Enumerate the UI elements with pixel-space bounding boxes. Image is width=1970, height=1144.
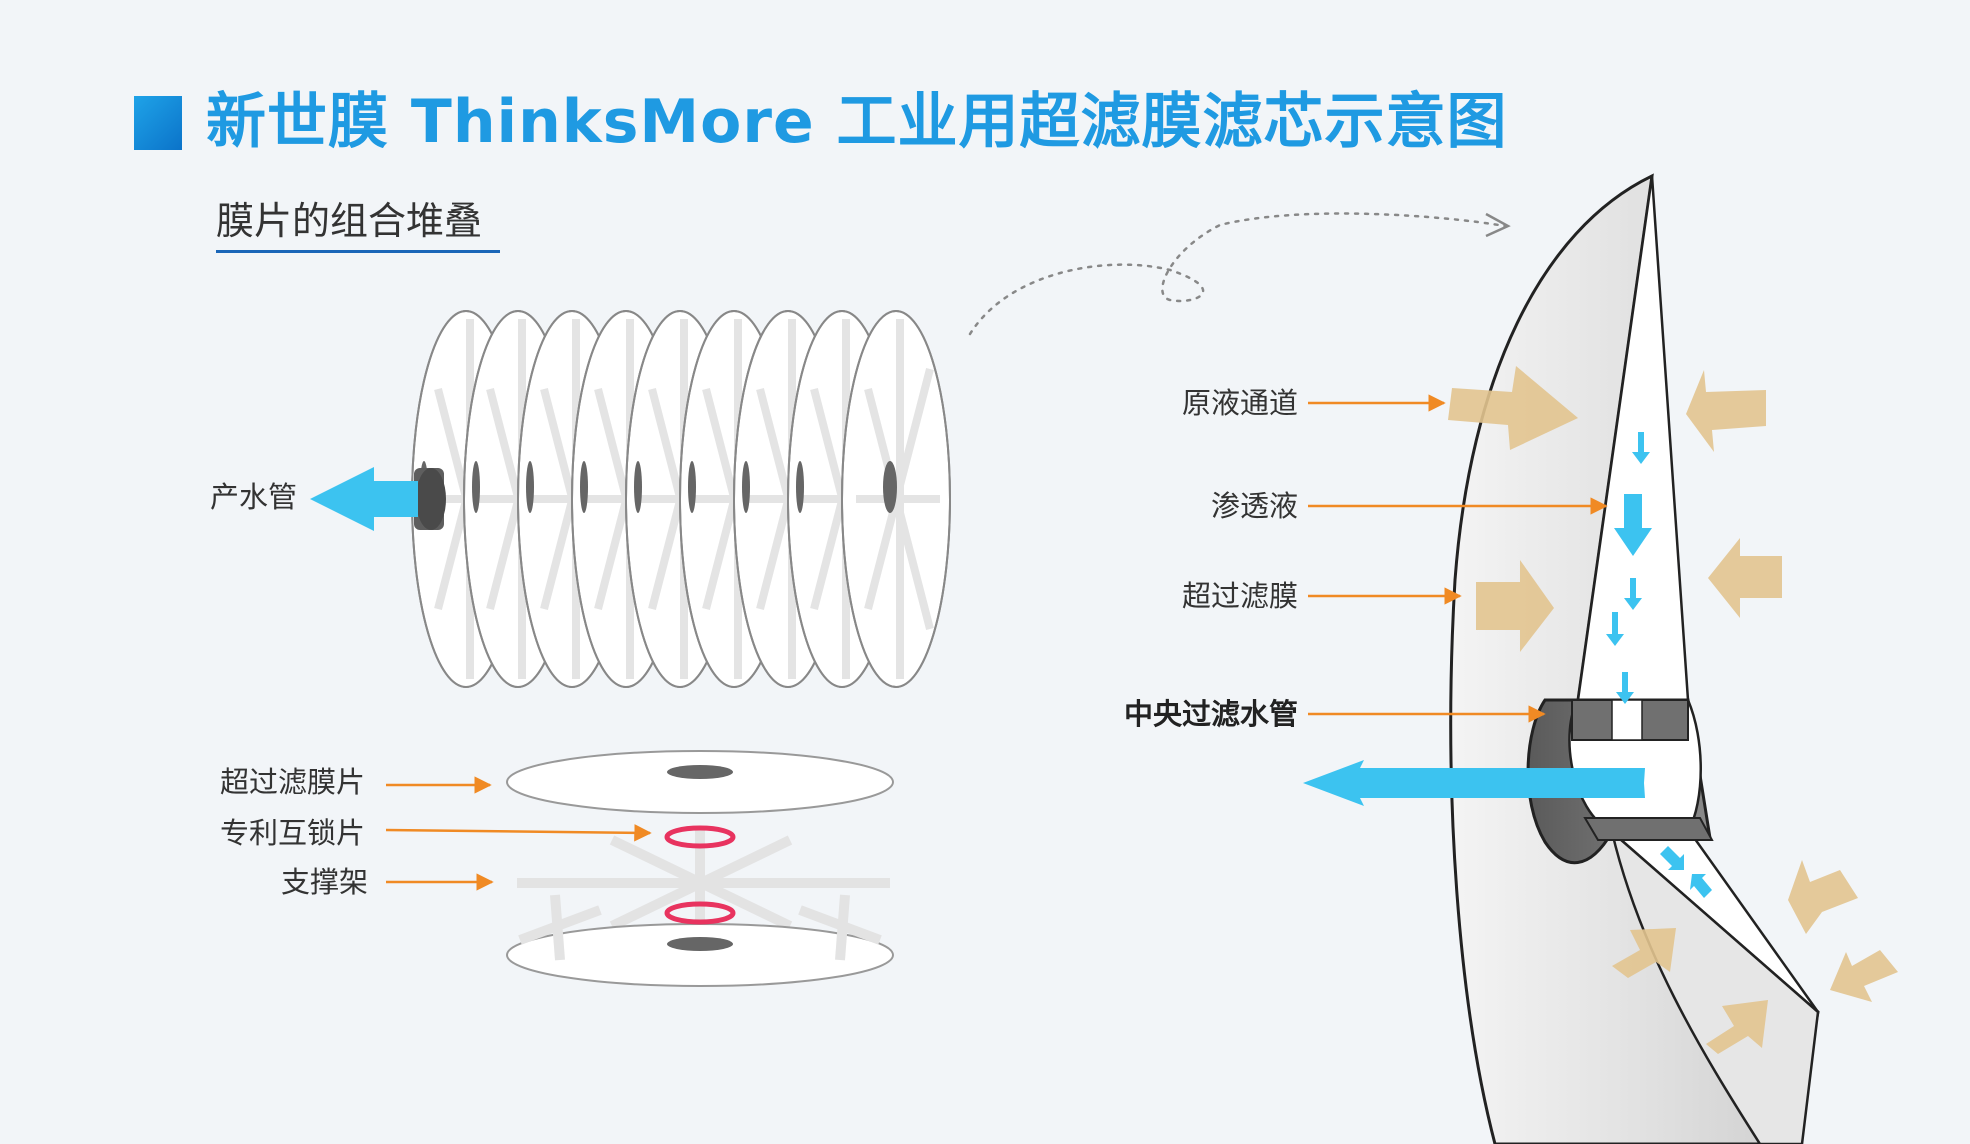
uf-membrane-sheet-bottom: [506, 923, 894, 987]
central-water-out-arrow: [1303, 760, 1645, 806]
label-uf-membrane: 超过滤膜: [1181, 579, 1298, 613]
permeate-flow-arrows: [1303, 432, 1712, 898]
interlock-ring-upper: [664, 825, 736, 849]
label-feed-channel: 原液通道: [1181, 386, 1298, 420]
label-permeate: 渗透液: [1210, 489, 1298, 523]
page-title: 新世膜 ThinksMore 工业用超滤膜滤芯示意图: [206, 87, 1508, 157]
arrow-interlock: [385, 824, 652, 842]
membrane-disc: [841, 310, 951, 688]
interlock-ring-lower: [664, 901, 736, 925]
membrane-leaf-cutaway: [1449, 173, 1820, 1144]
water-out-arrow: [310, 467, 418, 531]
label-product-water-pipe: 产水管: [210, 480, 298, 514]
membrane-disc-stack: [411, 310, 951, 688]
dotted-link-curve: [968, 212, 1507, 336]
label-central-tube: 中央过滤水管: [1123, 697, 1298, 731]
exploded-view: [506, 750, 894, 987]
product-water-pipe: [310, 467, 446, 531]
title-accent-bar: [134, 96, 182, 150]
label-uf-membrane-sheet: 超过滤膜片: [220, 765, 366, 799]
feed-flow-arrows: [1448, 366, 1898, 1054]
label-support-frame: 支撑架: [281, 865, 369, 899]
label-patented-interlock: 专利互锁片: [220, 816, 366, 850]
dotted-link-arrowhead: [1485, 212, 1511, 238]
section-underline: [216, 250, 500, 253]
section-title: 膜片的组合堆叠: [216, 199, 483, 243]
uf-membrane-sheet-top: [506, 750, 894, 814]
